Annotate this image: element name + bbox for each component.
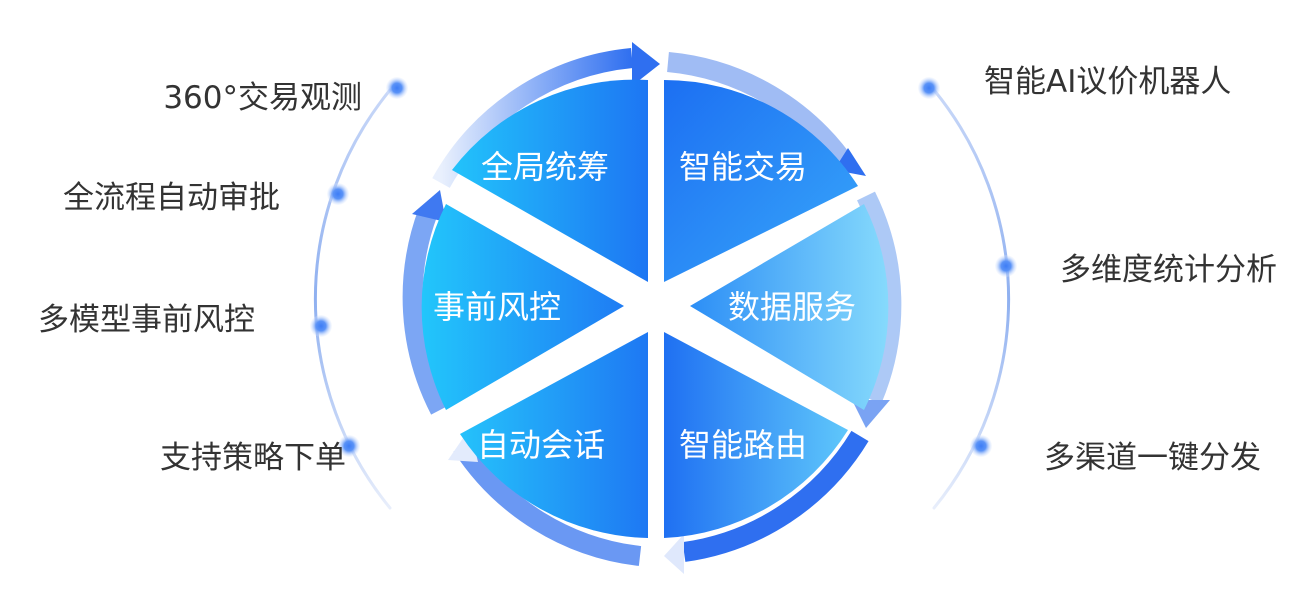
segment-top-left bbox=[452, 79, 648, 283]
segment-label-left: 事前风控 bbox=[433, 288, 561, 326]
feature-dot-left-1 bbox=[386, 77, 408, 99]
feature-label-right-1: 智能AI议价机器人 bbox=[984, 64, 1231, 100]
segment-label-top-right: 智能交易 bbox=[679, 148, 807, 186]
feature-dot-right-2 bbox=[995, 255, 1017, 277]
feature-label-left-3: 多模型事前风控 bbox=[38, 302, 255, 338]
feature-label-right-3: 多渠道一键分发 bbox=[1044, 440, 1261, 476]
feature-dot-right-1 bbox=[918, 77, 940, 99]
feature-dot-left-4 bbox=[338, 435, 360, 457]
feature-dot-left-3 bbox=[310, 315, 332, 337]
segment-top-right bbox=[664, 79, 858, 283]
segment-left bbox=[421, 204, 624, 410]
feature-label-left-4: 支持策略下单 bbox=[160, 440, 346, 476]
right-outer-arc bbox=[932, 88, 1011, 510]
segment-label-bottom-left: 自动会话 bbox=[477, 426, 605, 464]
feature-label-right-2: 多维度统计分析 bbox=[1060, 252, 1277, 288]
feature-label-left-2: 全流程自动审批 bbox=[63, 180, 280, 216]
feature-dot-left-2 bbox=[327, 183, 349, 205]
segment-right bbox=[690, 204, 889, 410]
feature-dot-right-3 bbox=[970, 435, 992, 457]
segment-bottom-left bbox=[460, 332, 648, 538]
segment-label-right: 数据服务 bbox=[728, 288, 856, 326]
segment-label-bottom-right: 智能路由 bbox=[679, 426, 807, 464]
segment-label-top-left: 全局统筹 bbox=[481, 148, 609, 186]
wheel bbox=[421, 79, 889, 538]
cycle-arrows bbox=[402, 42, 902, 574]
feature-label-left-1: 360°交易观测 bbox=[163, 80, 362, 116]
segment-bottom-right bbox=[664, 332, 848, 538]
